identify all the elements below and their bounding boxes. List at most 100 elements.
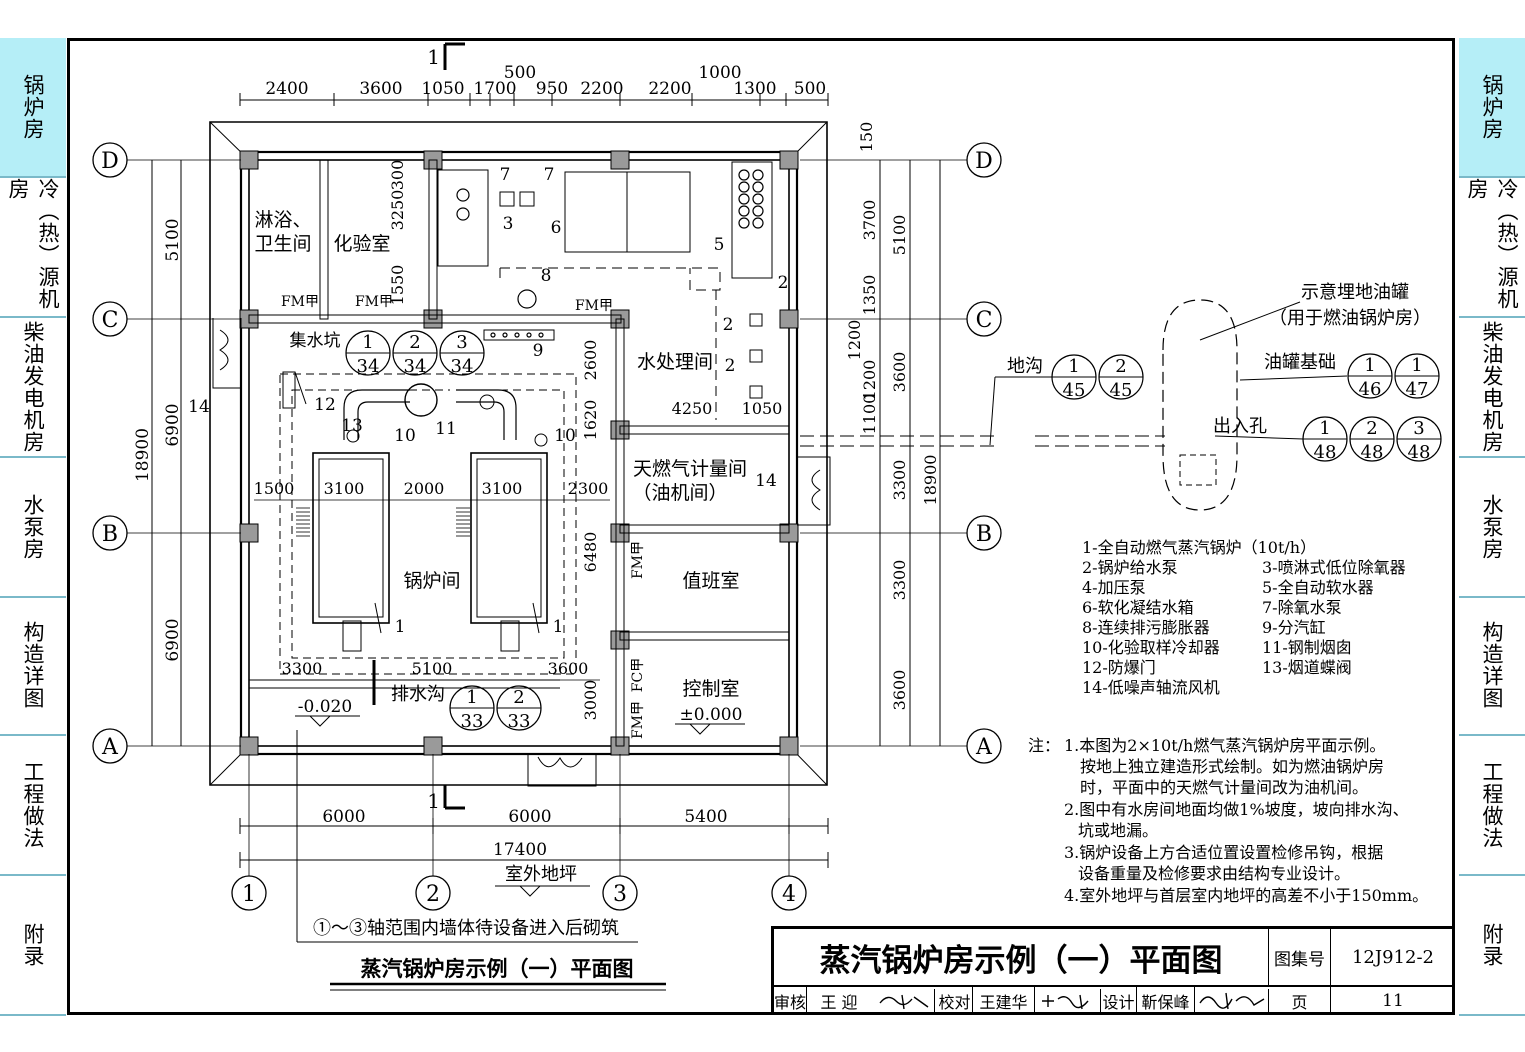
right-dimension: 1350	[860, 275, 879, 316]
plan-circle	[738, 217, 750, 229]
door-fire-label: FC甲	[630, 658, 646, 692]
inner-dimension: 3250	[388, 190, 407, 231]
side-tab-label: 附录	[1480, 923, 1504, 967]
side-tab-boiler[interactable]: 锅炉房	[1459, 38, 1525, 178]
total-dimension: 17400	[493, 840, 547, 860]
legend-item: 3-喷淋式低位除氧器	[1262, 558, 1406, 577]
legend-item: 4-加压泵	[1082, 578, 1146, 597]
left-dimension: 6900	[163, 403, 183, 446]
column	[779, 150, 799, 170]
checker-name: 王建华	[973, 986, 1035, 1015]
legend-item: 5-全自动软水器	[1262, 578, 1374, 597]
detail-ref-top: 1	[1319, 418, 1330, 439]
floor-level-control: ±0.000	[680, 705, 743, 725]
legend-item: 13-烟道蝶阀	[1262, 658, 1352, 677]
page-number: 11	[1382, 990, 1404, 1011]
top-dimension: 500	[794, 79, 826, 99]
equipment-callout: 2	[778, 273, 789, 293]
right-tab-column: 锅炉房冷（热）源机房柴油发电机房水泵房构造详图工程做法附录	[1459, 38, 1525, 1018]
flue-circle	[479, 394, 495, 410]
side-tab-label: 冷（热）源机房	[6, 178, 60, 310]
plan-line	[1214, 435, 1304, 440]
side-tab-label: 构造详图	[1480, 621, 1504, 709]
plan-line	[1199, 301, 1301, 341]
equipment-callout: 5	[714, 235, 725, 255]
side-tab-pump[interactable]: 水泵房	[0, 458, 66, 598]
equipment-callout: 14	[188, 397, 210, 417]
side-tab-detail[interactable]: 构造详图	[1459, 596, 1525, 736]
side-tab-label: 柴油发电机房	[1480, 321, 1504, 453]
note-line: 2.图中有水房间地面均做1%坡度，坡向排水沟、	[1064, 800, 1409, 819]
side-tab-label: 构造详图	[21, 621, 45, 709]
side-tab-label: 锅炉房	[21, 74, 45, 140]
designer-signature	[1196, 989, 1269, 1013]
note-line: 时，平面中的天燃气计量间改为油机间。	[1080, 778, 1368, 797]
designer-name: 靳保峰	[1137, 986, 1195, 1015]
detail-ref-top: 1	[1068, 356, 1079, 377]
side-tab-appendix[interactable]: 附录	[0, 876, 66, 1016]
detail-ref-bottom: 47	[1406, 379, 1429, 400]
crane-inner	[291, 389, 565, 659]
side-tab-practice[interactable]: 工程做法	[0, 736, 66, 876]
reviewer-name: 王 迎	[820, 992, 858, 1012]
side-tab-practice[interactable]: 工程做法	[1459, 736, 1525, 876]
door-fire-label: FM甲	[281, 294, 319, 310]
side-tab-diesel[interactable]: 柴油发电机房	[0, 318, 66, 458]
plan-circle	[538, 332, 544, 338]
left-dimension: 6900	[163, 618, 183, 661]
side-tab-diesel[interactable]: 柴油发电机房	[1459, 318, 1525, 458]
plan-circle	[738, 193, 750, 205]
equipment-callout: 7	[500, 165, 511, 185]
inner-dimension: 1550	[388, 265, 407, 306]
title-block-title: 蒸汽锅炉房示例（一）平面图	[774, 929, 1269, 986]
feed-pump	[749, 313, 763, 327]
plan-circle	[752, 181, 764, 193]
note-line: 1.本图为2×10t/h燃气蒸汽锅炉房平面示例。	[1064, 736, 1385, 755]
top-dimension: 1050	[421, 79, 464, 99]
side-tab-chiller[interactable]: 冷（热）源机房	[0, 178, 66, 318]
equipment-callout: 14	[755, 471, 777, 491]
side-tab-appendix[interactable]: 附录	[1459, 876, 1525, 1016]
side-tab-detail[interactable]: 构造详图	[0, 596, 66, 736]
side-tab-pump[interactable]: 水泵房	[1459, 458, 1525, 598]
drawing-title: 蒸汽锅炉房示例（一）平面图	[361, 956, 634, 981]
axis-label-right: A	[975, 735, 993, 760]
detail-ref-bottom: 48	[1408, 442, 1431, 463]
inner-dimension: 3600	[548, 659, 589, 678]
equipment-callout: 13	[341, 416, 363, 436]
level-mark	[519, 885, 541, 897]
outdoor-level-label: 室外地坪	[505, 864, 577, 885]
inner-dimension: 3100	[482, 479, 523, 498]
pump-7b	[519, 191, 535, 207]
plan-line	[989, 376, 996, 446]
equipment-callout: 10	[554, 426, 576, 446]
plan-circle	[752, 217, 764, 229]
check-label: 校对	[937, 986, 973, 1015]
inner-dimension: 2300	[568, 479, 609, 498]
boiler-2	[470, 452, 548, 624]
detail-ref-top: 3	[1413, 418, 1424, 439]
axis-label-bottom: 1	[242, 882, 256, 907]
right-dimension: 1200	[845, 320, 864, 361]
detail-ref-bottom: 48	[1361, 442, 1384, 463]
pump-7a	[499, 191, 515, 207]
axis-label-left: C	[102, 308, 119, 333]
manhole-label: 出入孔	[1213, 416, 1267, 437]
equipment-callout: 3	[503, 214, 514, 234]
inner-dimension: 5100	[412, 659, 453, 678]
axis-label-left: A	[101, 735, 119, 760]
design-label: 设计	[1101, 986, 1137, 1015]
legend-item: 7-除氧水泵	[1262, 598, 1342, 617]
side-tab-boiler[interactable]: 锅炉房	[0, 38, 66, 178]
axis-label-bottom: 2	[426, 882, 440, 907]
side-tab-chiller[interactable]: 冷（热）源机房	[1459, 178, 1525, 318]
reviewer-signature	[874, 989, 935, 1013]
axis-label-right: B	[976, 522, 992, 547]
notes-label: 注：	[1028, 736, 1060, 755]
door-fire-label: FM甲	[355, 294, 393, 310]
note-line: 按地上独立建造形式绘制。如为燃油锅炉房	[1080, 757, 1384, 776]
sample-cooler	[346, 429, 360, 443]
equipment-callout: 1	[553, 617, 564, 637]
room-label-gas-meter-alt: （油机间）	[632, 482, 727, 504]
inner-dimension: 6480	[581, 532, 600, 573]
